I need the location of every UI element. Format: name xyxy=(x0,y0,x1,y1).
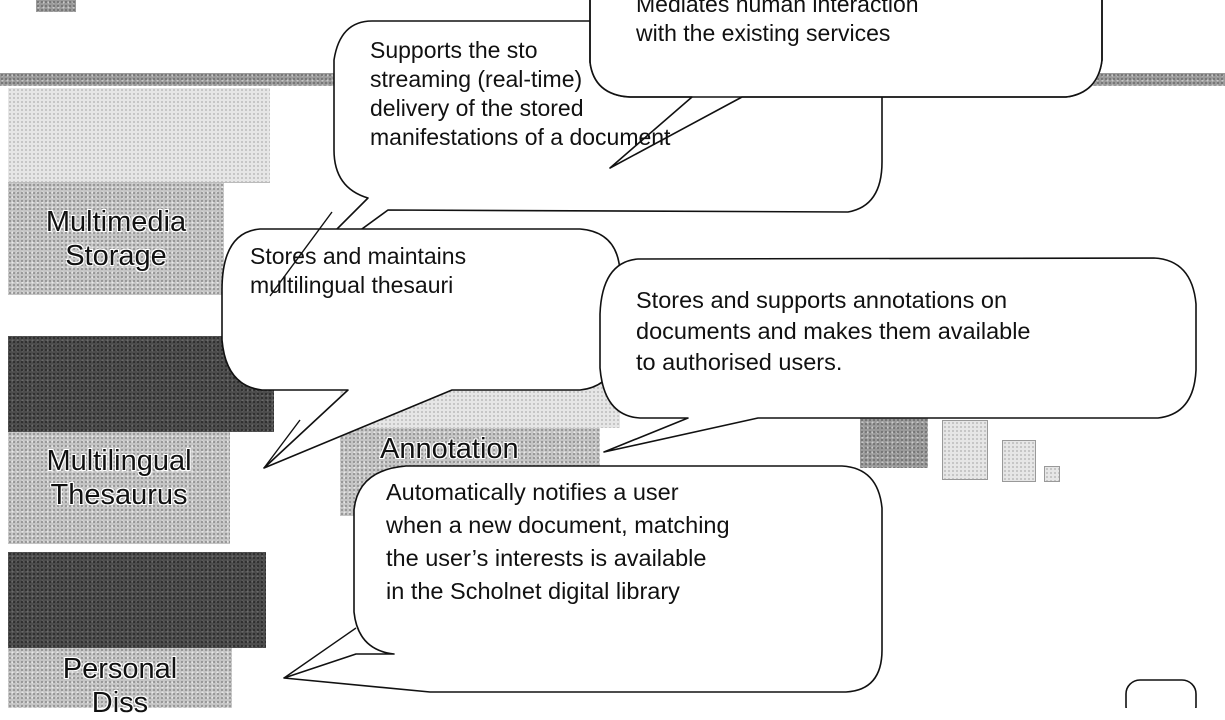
callout-notification-line-1: Automatically notifies a user xyxy=(386,479,679,505)
doc-icon-1 xyxy=(860,410,928,468)
block-personal-diss: Personal Diss xyxy=(8,648,232,719)
callout-human-interaction-outline xyxy=(589,0,1103,98)
block-multilingual-thesaurus-line-2: Thesaurus xyxy=(50,479,188,511)
callout-notification-line-3: the user’s interests is available xyxy=(386,545,707,571)
doc-icon-3 xyxy=(1002,440,1036,482)
block-multimedia-storage-top xyxy=(8,88,270,183)
block-multimedia-storage: Multimedia Storage xyxy=(8,183,224,295)
callout-human-interaction-cover xyxy=(591,0,1101,96)
callout-human-interaction-line-1: Mediates human interaction xyxy=(636,0,919,17)
callout-human-interaction-line-2: with the existing services xyxy=(636,20,891,46)
callout-storage-streaming-line-4: manifestations of a document xyxy=(370,124,671,150)
callout-annotations: Stores and supports annotations on docum… xyxy=(636,285,1031,378)
block-personal-diss-line-1: Personal xyxy=(62,653,178,685)
callout-thesaurus: Stores and maintains multilingual thesau… xyxy=(250,242,466,300)
block-multilingual-thesaurus: Multilingual Thesaurus xyxy=(8,432,230,544)
block-personal-diss-top xyxy=(8,552,266,648)
callout-notification-line-4: in the Scholnet digital library xyxy=(386,578,680,604)
block-multimedia-storage-line-1: Multimedia xyxy=(45,206,187,238)
callout-storage-streaming-line-3: delivery of the stored xyxy=(370,95,584,121)
callout-storage-streaming-line-1: Supports the sto xyxy=(370,37,538,63)
block-multimedia-storage-line-2: Storage xyxy=(65,240,167,272)
callout-annotations-line-3: to authorised users. xyxy=(636,349,843,375)
scan-artifact xyxy=(36,0,76,12)
callout-storage-streaming-line-2: streaming (real-time) xyxy=(370,66,583,92)
doc-icon-4 xyxy=(1044,466,1060,482)
leader-notification xyxy=(283,627,357,679)
callout-annotations-line-2: documents and makes them available xyxy=(636,318,1031,344)
callout-thesaurus-line-2: multilingual thesauri xyxy=(250,272,454,298)
callout-annotations-shape xyxy=(599,257,1197,453)
page-badge xyxy=(1125,679,1197,708)
leader-thesaurus xyxy=(263,419,301,469)
callout-notification-line-2: when a new document, matching xyxy=(386,512,730,538)
callout-human-interaction: Mediates human interaction with the exis… xyxy=(636,0,919,48)
callout-annotations-line-1: Stores and supports annotations on xyxy=(636,287,1008,313)
block-annotation-line-1: Annotation xyxy=(380,433,519,465)
callout-storage-streaming: Supports the sto streaming (real-time) d… xyxy=(370,36,670,152)
callout-thesaurus-line-1: Stores and maintains xyxy=(250,243,467,269)
callout-notification: Automatically notifies a user when a new… xyxy=(386,476,730,608)
block-multilingual-thesaurus-line-1: Multilingual xyxy=(46,445,192,477)
leader-storage xyxy=(269,211,333,297)
doc-icon-2 xyxy=(942,420,988,480)
